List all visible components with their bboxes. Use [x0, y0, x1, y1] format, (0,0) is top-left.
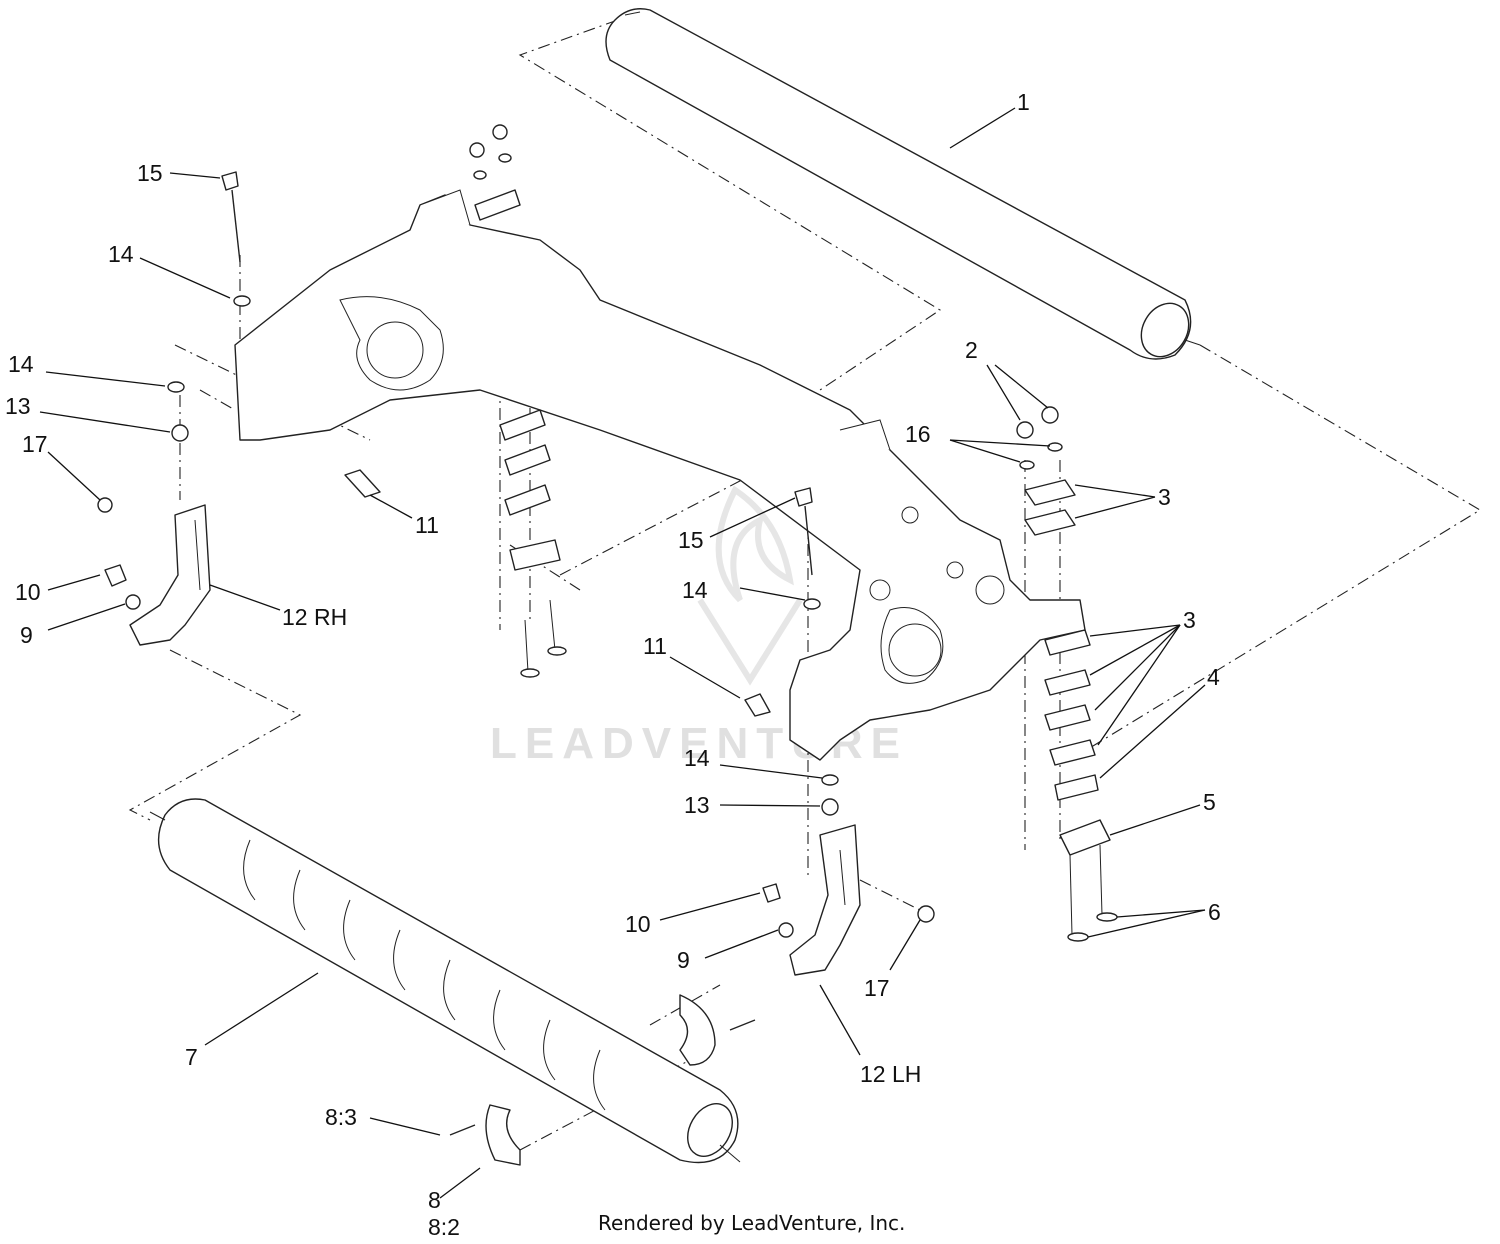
assembly-lines	[128, 11, 1482, 1151]
callout-8: 8	[428, 1187, 441, 1213]
callout-14-lh-lower: 14	[684, 745, 710, 771]
watermark-logo	[697, 485, 803, 686]
callout-3-upper: 3	[1158, 484, 1171, 510]
callout-9-rh: 9	[20, 622, 33, 648]
callout-1: 1	[1017, 89, 1030, 115]
bracket-lh	[789, 824, 861, 976]
small-hardware	[97, 124, 1063, 938]
callout-5: 5	[1203, 789, 1216, 815]
leader-lines	[39, 107, 1206, 1199]
callout-11-rh: 11	[415, 512, 439, 538]
callout-7: 7	[185, 1044, 198, 1070]
credit-text: Rendered by LeadVenture, Inc.	[598, 1211, 905, 1235]
callout-labels: 1 2 16 3 3 4 5 6 7 8 8:2 8:3 9 10 11 12 …	[5, 89, 1221, 1240]
callout-13-lh: 13	[684, 792, 710, 818]
shim-stack-right	[1024, 479, 1118, 942]
callout-17-lh: 17	[864, 975, 890, 1001]
callout-9-lh: 9	[677, 947, 690, 973]
callout-8-2: 8:2	[428, 1214, 460, 1240]
callout-10-lh: 10	[625, 911, 651, 937]
callout-3-lower: 3	[1183, 607, 1196, 633]
callout-12-rh: 12 RH	[282, 604, 347, 630]
bolts	[104, 171, 813, 903]
callout-12-lh: 12 LH	[860, 1061, 921, 1087]
callout-6: 6	[1208, 899, 1221, 925]
callout-8-3: 8:3	[325, 1104, 357, 1130]
callout-13-rh: 13	[5, 393, 31, 419]
lower-roller	[149, 798, 741, 1164]
callout-14-top: 14	[108, 241, 134, 267]
callout-10-rh: 10	[15, 579, 41, 605]
clamp-halves	[449, 994, 756, 1166]
callout-2: 2	[965, 337, 978, 363]
callout-16: 16	[905, 421, 931, 447]
callout-15-rh: 15	[137, 160, 163, 186]
callout-4: 4	[1207, 664, 1220, 690]
callout-14-rh: 14	[8, 351, 34, 377]
callout-14-lh-upper: 14	[682, 577, 708, 603]
callout-17-rh: 17	[22, 431, 48, 457]
bracket-rh	[129, 504, 211, 646]
shim-stack-middle	[474, 189, 567, 678]
frame-casting	[234, 189, 1086, 761]
callout-15-lh: 15	[678, 527, 704, 553]
callout-11-lh: 11	[643, 633, 667, 659]
upper-roller	[605, 8, 1201, 360]
